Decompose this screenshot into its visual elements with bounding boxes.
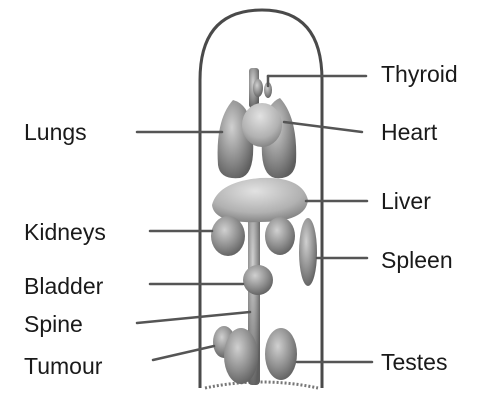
liver-shape <box>212 178 308 222</box>
testis-right-shape <box>265 328 297 380</box>
base-curve <box>205 382 318 388</box>
spine-leader <box>137 312 250 323</box>
tumour-label: Tumour <box>24 353 103 379</box>
spleen-label: Spleen <box>381 247 453 273</box>
testis-left-shape <box>224 328 258 384</box>
thyroid-label: Thyroid <box>381 61 458 87</box>
lungs-label: Lungs <box>24 119 87 145</box>
liver-label: Liver <box>381 188 431 214</box>
bladder-label: Bladder <box>24 273 104 299</box>
heart-shape <box>242 103 282 147</box>
spleen-shape <box>299 218 317 286</box>
thyroid-shape <box>253 79 263 97</box>
heart-label: Heart <box>381 119 438 145</box>
tumour-leader <box>153 346 214 360</box>
spine-label: Spine <box>24 311 83 337</box>
testes-label: Testes <box>381 349 447 375</box>
kidney-right-shape <box>265 217 295 255</box>
kidney-left-shape <box>211 216 245 256</box>
kidneys-label: Kidneys <box>24 219 106 245</box>
bladder-shape <box>243 265 273 295</box>
